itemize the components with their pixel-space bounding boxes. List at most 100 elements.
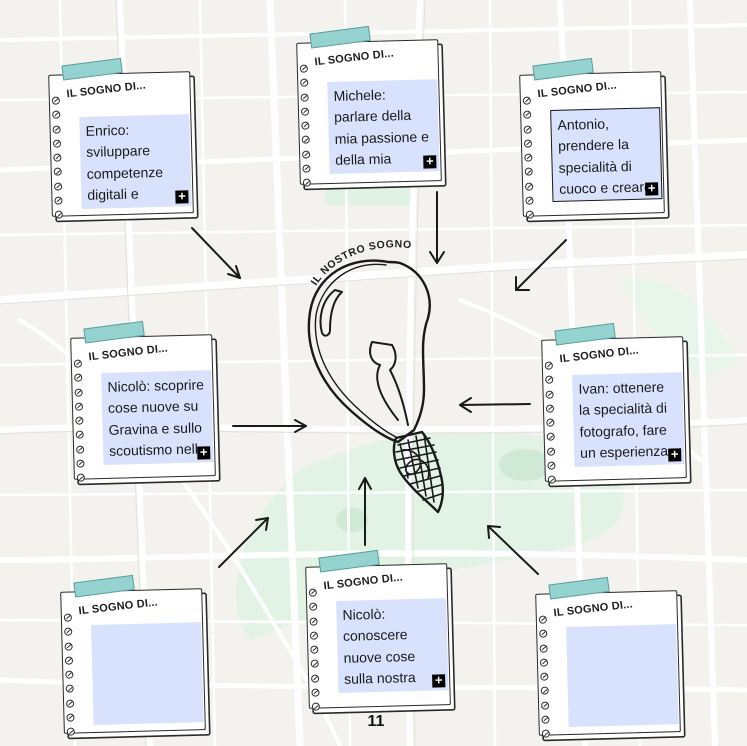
spiral-ring bbox=[52, 110, 61, 120]
note-card-enrico: IL SOGNO DI... Enrico: sviluppare compet… bbox=[48, 57, 194, 220]
spiral-ring bbox=[544, 361, 553, 370]
spiral-ring bbox=[63, 613, 72, 622]
spiral-ring bbox=[66, 699, 75, 708]
dream-text: Michele: parlare della mia passione e de… bbox=[333, 86, 430, 169]
bulb-reflection bbox=[319, 289, 343, 337]
spiral-ring bbox=[547, 447, 556, 456]
spiral-ring bbox=[52, 125, 61, 134]
spiral-ring bbox=[299, 64, 308, 73]
spiral-ring bbox=[308, 588, 317, 597]
dream-text-field[interactable]: Enrico: sviluppare competenze digitali e… bbox=[79, 114, 192, 210]
spiral-ring bbox=[547, 461, 556, 470]
spiral-ring bbox=[301, 136, 310, 145]
dream-text bbox=[97, 626, 195, 629]
spiral-ring bbox=[545, 375, 554, 385]
note-card-nicolo-1: IL SOGNO DI... Nicolò: scoprire cose nuo… bbox=[70, 320, 216, 483]
spiral-ring bbox=[65, 685, 74, 694]
bulb-base bbox=[392, 430, 444, 514]
arrows bbox=[191, 191, 567, 575]
spiral-ring bbox=[52, 139, 62, 148]
expand-plus-icon[interactable]: + bbox=[197, 444, 211, 460]
spiral-ring bbox=[524, 168, 533, 177]
spiral-ring bbox=[75, 416, 84, 425]
spiral-ring bbox=[523, 110, 532, 120]
dream-text: Nicolò: scoprire cose nuove su Gravina e… bbox=[107, 376, 205, 460]
spiral-ring bbox=[74, 373, 83, 383]
spiral-ring bbox=[309, 602, 318, 612]
spiral-ring bbox=[76, 445, 85, 454]
spiral-ring bbox=[53, 153, 62, 162]
dream-text: Antonio, prendere la specialità di cuoco… bbox=[557, 115, 652, 198]
spiral-ring bbox=[53, 168, 62, 177]
page-number: 11 bbox=[367, 713, 385, 730]
spiral-ring bbox=[545, 404, 555, 413]
dream-text: Ivan: ottenere la specialità di fotograf… bbox=[578, 378, 669, 462]
spiral-ring bbox=[300, 78, 309, 88]
spiral-ring bbox=[302, 164, 311, 173]
spiral-ring bbox=[73, 359, 82, 368]
bulb-filament bbox=[369, 341, 409, 426]
note-card-nicolo-2: IL SOGNO DI... Nicolò: conoscere nuove c… bbox=[305, 549, 451, 712]
spiral-ring bbox=[64, 642, 73, 651]
note-card-empty-left: IL SOGNO DI... bbox=[60, 574, 206, 737]
spiral-ring bbox=[539, 629, 548, 639]
spiral-ring bbox=[309, 631, 319, 640]
spiral-ring bbox=[310, 645, 319, 654]
spiral-ring bbox=[311, 674, 320, 683]
spiral-ring bbox=[66, 713, 75, 722]
dream-text-field[interactable] bbox=[91, 622, 204, 726]
spiral-ring bbox=[546, 418, 555, 427]
spiral-ring bbox=[64, 627, 73, 637]
dream-text: Enrico: sviluppare competenze digitali e bbox=[85, 121, 164, 204]
dream-text-field[interactable]: Nicolò: conoscere nuove cose sulla nostr… bbox=[336, 598, 449, 694]
dream-text-field[interactable]: Ivan: ottenere la specialità di fotograf… bbox=[572, 372, 685, 468]
spiral-ring bbox=[74, 388, 83, 397]
dream-text-field[interactable]: Antonio, prendere la specialità di cuoco… bbox=[550, 107, 663, 203]
note-card-michele: IL SOGNO DI... Michele: parlare della mi… bbox=[296, 25, 442, 188]
expand-plus-icon[interactable]: + bbox=[645, 180, 659, 196]
spiral-ring bbox=[524, 153, 533, 162]
dream-text bbox=[572, 628, 670, 631]
spiral-ring bbox=[300, 107, 310, 116]
spiral-ring bbox=[300, 93, 309, 102]
spiral-ring bbox=[310, 660, 319, 669]
spiral-ring bbox=[525, 196, 534, 205]
spiral-ring bbox=[540, 672, 549, 681]
spiral-ring bbox=[65, 670, 74, 679]
dream-text-field[interactable]: Nicolò: scoprire cose nuove su Gravina e… bbox=[101, 370, 214, 466]
spiral-ring bbox=[309, 617, 318, 626]
expand-plus-icon[interactable]: + bbox=[423, 153, 437, 169]
spiral-ring bbox=[311, 688, 320, 697]
spiral-ring bbox=[538, 615, 547, 624]
spiral-ring bbox=[302, 150, 311, 159]
note-card-ivan: IL SOGNO DI... Ivan: ottenere la special… bbox=[541, 322, 687, 485]
spiral-ring bbox=[301, 121, 310, 130]
spiral-ring bbox=[54, 182, 63, 191]
spiral-ring bbox=[75, 431, 84, 440]
spiral-ring bbox=[74, 402, 84, 411]
spiral-ring bbox=[541, 701, 550, 710]
spiral-ring bbox=[54, 196, 63, 205]
spiral-ring bbox=[539, 644, 548, 653]
spiral-ring bbox=[539, 658, 549, 667]
spiral-ring bbox=[523, 125, 532, 134]
dream-text-field[interactable]: Michele: parlare della mia passione e de… bbox=[327, 79, 440, 175]
spiral-ring bbox=[540, 687, 549, 696]
spiral-ring bbox=[51, 96, 60, 105]
spiral-ring bbox=[541, 715, 550, 724]
expand-plus-icon[interactable]: + bbox=[668, 446, 682, 462]
expand-plus-icon[interactable]: + bbox=[432, 672, 446, 688]
spiral-ring bbox=[522, 96, 531, 105]
dream-text-field[interactable] bbox=[566, 624, 679, 728]
note-card-empty-right: IL SOGNO DI... bbox=[535, 576, 681, 739]
expand-plus-icon[interactable]: + bbox=[175, 188, 189, 204]
spiral-ring bbox=[523, 139, 533, 148]
spiral-ring bbox=[525, 182, 534, 191]
note-card-antonio: IL SOGNO DI... Antonio, prendere la spec… bbox=[519, 57, 665, 220]
spiral-ring bbox=[545, 390, 554, 399]
spiral-ring bbox=[546, 433, 555, 442]
bulb-outline bbox=[307, 259, 431, 444]
dream-text: Nicolò: conoscere nuove cose sulla nostr… bbox=[342, 605, 416, 688]
